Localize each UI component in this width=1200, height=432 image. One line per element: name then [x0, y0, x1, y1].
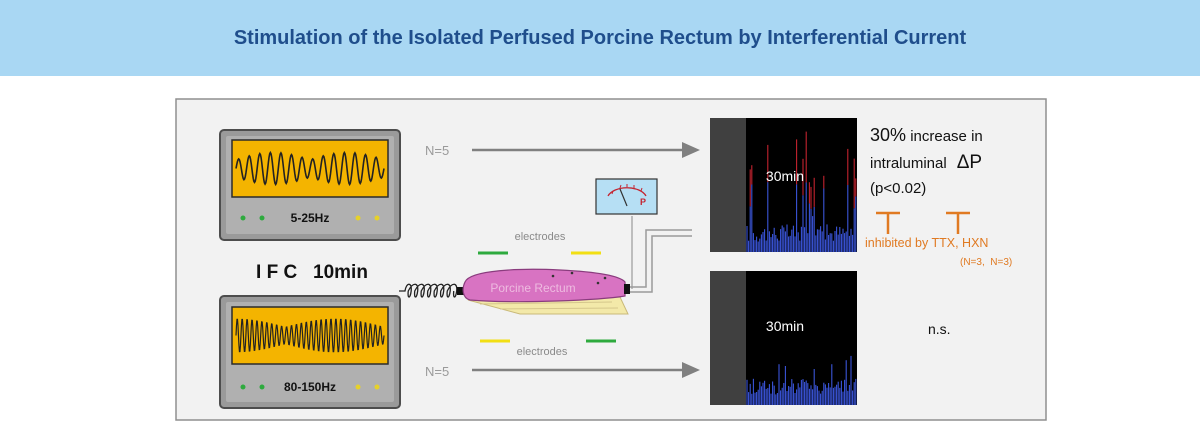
panel-baseline-strip [710, 118, 746, 252]
arrow-head [682, 142, 700, 158]
rectum-dot [551, 274, 555, 278]
rectum-mesentery-line [479, 301, 613, 305]
indicator-led [355, 215, 361, 221]
spring-clamp [457, 287, 464, 295]
inhibited-by-label: inhibited by TTX, HXN [865, 236, 988, 250]
arrow-bottom: N=5 [425, 362, 700, 379]
indicator-led [259, 215, 265, 221]
tubing-line [630, 235, 692, 293]
page-title: Stimulation of the Isolated Perfused Por… [233, 26, 967, 49]
pressure-trace-group [746, 131, 857, 252]
panel-baseline-strip [710, 271, 746, 405]
electrodes-top: electrodes [478, 231, 601, 255]
ifc-device-high-freq: 80-150Hz [219, 295, 401, 409]
rectum-label: Porcine Rectum [490, 281, 575, 295]
indicator-led [374, 215, 380, 221]
arrow-top: N=5 [425, 142, 700, 158]
inhibition-t-icon [946, 211, 970, 234]
indicator-led [240, 215, 246, 221]
gauge-needle-icon [619, 188, 628, 207]
inhibitor-sample-sizes: (N=3, N=3) [960, 257, 1012, 268]
arrow-head [682, 362, 700, 378]
indicator-led [374, 384, 380, 390]
sine-wave-trace [235, 150, 385, 187]
indicator-led [355, 384, 361, 390]
rectum-outlet-clamp [624, 284, 630, 294]
porcine-rectum: Porcine Rectum [462, 268, 630, 315]
pressure-trace-group [746, 355, 857, 405]
electrodes-label: electrodes [515, 231, 566, 243]
rectum-mesentery-line [499, 307, 619, 310]
panel-duration-label: 30min [766, 168, 804, 184]
rectum-body [462, 268, 626, 303]
rectum-dot [603, 276, 607, 280]
rectum-dot [596, 281, 600, 285]
recording-panel-bottom: 30min [710, 271, 857, 405]
sample-size-label: N=5 [425, 143, 449, 158]
indicator-led [240, 384, 246, 390]
gauge-dial-arc [607, 187, 647, 197]
ifc-device-low-freq: 5-25Hz [219, 129, 401, 241]
recording-panel-top: 30min [710, 118, 857, 252]
pressure-gauge: P [595, 178, 658, 215]
title-banner: Stimulation of the Isolated Perfused Por… [0, 0, 1200, 76]
gauge-ticks [611, 184, 643, 195]
device-frequency-label: 80-150Hz [284, 380, 336, 394]
sample-size-label: N=5 [425, 364, 449, 379]
result-bottom-ns: n.s. [928, 321, 951, 337]
electrodes-bottom: electrodes [480, 339, 616, 358]
tubing-line [630, 229, 692, 288]
p-value-label: (p<0.02) [870, 180, 926, 197]
ifc-duration-label: I F C 10min [256, 262, 368, 283]
result-line-1: 30% increase in [870, 125, 983, 145]
indicator-led [259, 384, 265, 390]
sine-wave-trace [235, 318, 385, 353]
device-frequency-label: 5-25Hz [291, 211, 330, 225]
inhibition-t-icon [876, 211, 900, 234]
spring-coil-icon [399, 283, 458, 298]
panel-duration-label: 30min [766, 318, 804, 334]
electrodes-label: electrodes [517, 346, 568, 358]
rectum-dot [570, 271, 574, 275]
gauge-label: P [640, 197, 646, 207]
